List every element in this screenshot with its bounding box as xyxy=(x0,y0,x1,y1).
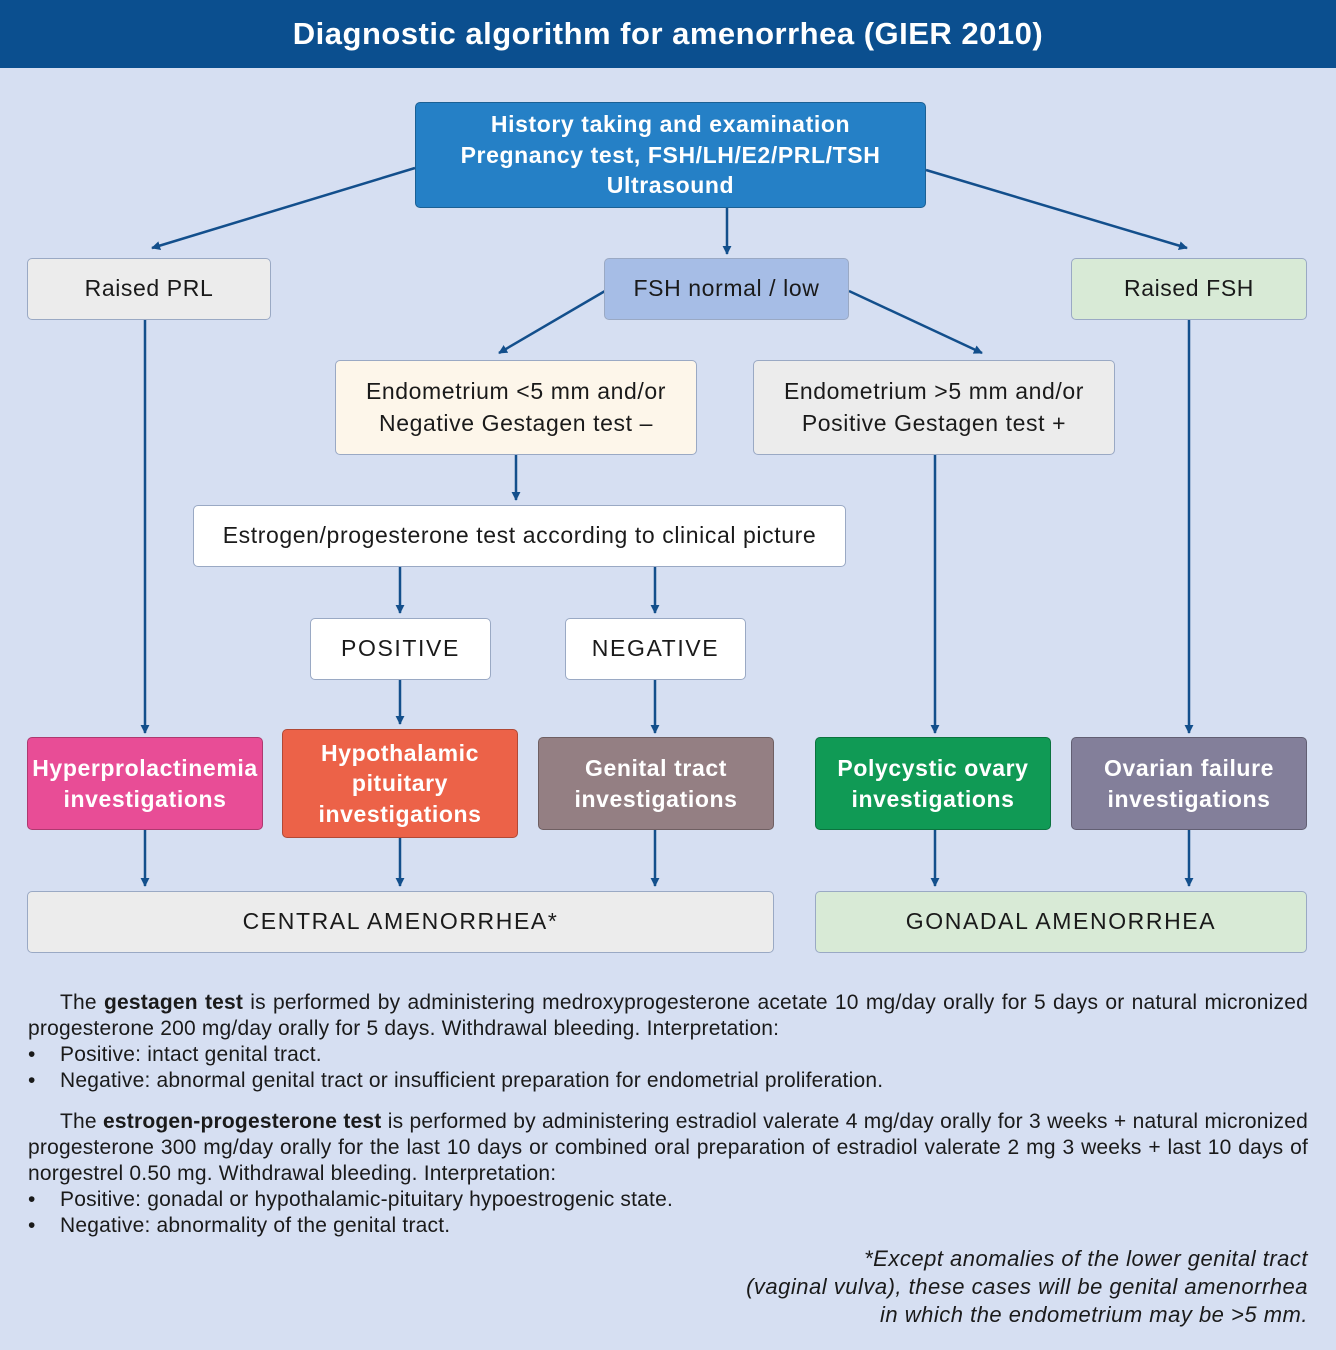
footnote-line: *Except anomalies of the lower genital t… xyxy=(864,1246,1308,1271)
node-text-line: Ultrasound xyxy=(606,172,735,199)
node-genital-tract: Genital tract investigations xyxy=(538,737,774,830)
node-text-line: FSH normal / low xyxy=(633,275,820,302)
node-text-line: Polycystic ovary xyxy=(837,754,1029,781)
node-text-line: investigations xyxy=(574,785,738,812)
estrogen-bullet-negative: Negative: abnormality of the genital tra… xyxy=(28,1213,1308,1239)
gestagen-bullet-negative: Negative: abnormal genital tract or insu… xyxy=(28,1068,1308,1094)
node-text-line: Pregnancy test, FSH/LH/E2/PRL/TSH xyxy=(460,141,881,168)
node-central-amenorrhea: CENTRAL AMENORRHEA* xyxy=(27,891,774,953)
node-hypothalamic: Hypothalamic pituitary investigations xyxy=(282,729,518,838)
node-text-line: investigations xyxy=(1107,785,1271,812)
arrow-fsh-to-thick xyxy=(848,289,983,355)
node-polycystic: Polycystic ovary investigations xyxy=(815,737,1051,830)
node-text-line: investigations xyxy=(318,800,482,827)
estrogen-paragraph: The estrogen-progesterone test is perfor… xyxy=(28,1110,1308,1185)
node-text-line: Genital tract xyxy=(584,754,727,781)
node-text-line: Positive Gestagen test + xyxy=(801,409,1067,436)
node-raised-fsh: Raised FSH xyxy=(1071,258,1307,320)
node-gonadal-amenorrhea: GONADAL AMENORRHEA xyxy=(815,891,1307,953)
node-text-line: Ovarian failure xyxy=(1103,754,1275,781)
node-text-line: Hyperprolactinemia xyxy=(32,754,258,781)
node-text-line: GONADAL AMENORRHEA xyxy=(905,908,1217,935)
arrow-fsh-to-thin xyxy=(498,289,606,355)
node-ovarian-failure: Ovarian failure investigations xyxy=(1071,737,1307,830)
node-fsh-normal-low: FSH normal / low xyxy=(604,258,849,320)
node-text-line: pituitary xyxy=(351,770,449,797)
footnote: *Except anomalies of the lower genital t… xyxy=(608,1245,1308,1329)
node-text-line: POSITIVE xyxy=(341,635,460,662)
diagram-title: Diagnostic algorithm for amenorrhea (GIE… xyxy=(0,0,1336,68)
estrogen-bullet-positive: Positive: gonadal or hypothalamic-pituit… xyxy=(28,1187,1308,1213)
node-text-line: Raised PRL xyxy=(84,275,214,302)
node-text-line: CENTRAL AMENORRHEA* xyxy=(242,908,559,935)
gestagen-paragraph: The gestagen test is performed by admini… xyxy=(28,991,1308,1040)
node-text-line: Negative Gestagen test – xyxy=(379,409,653,436)
node-raised-prl: Raised PRL xyxy=(27,258,271,320)
node-positive: POSITIVE xyxy=(310,618,491,680)
node-text-line: NEGATIVE xyxy=(591,635,720,662)
node-text-line: Hypothalamic xyxy=(320,739,479,766)
arrow-history-to-prl xyxy=(151,166,416,250)
node-text-line: investigations xyxy=(851,785,1015,812)
node-hyperprolactinemia: Hyperprolactinemia investigations xyxy=(27,737,263,830)
node-text-line: Estrogen/progesterone test according to … xyxy=(222,522,817,549)
arrow-history-to-fsh-raised xyxy=(925,168,1188,250)
footnote-line: (vaginal vulva), these cases will be gen… xyxy=(746,1274,1308,1299)
node-text-line: Endometrium >5 mm and/or xyxy=(783,378,1085,405)
footnote-line: in which the endometrium may be >5 mm. xyxy=(879,1302,1308,1327)
node-text-line: Endometrium <5 mm and/or xyxy=(365,378,667,405)
node-text-line: investigations xyxy=(63,785,227,812)
explanatory-notes: The gestagen test is performed by admini… xyxy=(28,990,1308,1239)
node-text-line: Raised FSH xyxy=(1124,275,1254,302)
node-negative: NEGATIVE xyxy=(565,618,746,680)
gestagen-term: gestagen test xyxy=(103,991,244,1014)
estrogen-term: estrogen-progesterone test xyxy=(103,1110,382,1133)
gestagen-bullet-positive: Positive: intact genital tract. xyxy=(28,1042,1308,1068)
node-text-line: History taking and examination xyxy=(490,111,851,138)
node-estrogen-test: Estrogen/progesterone test according to … xyxy=(193,505,846,567)
